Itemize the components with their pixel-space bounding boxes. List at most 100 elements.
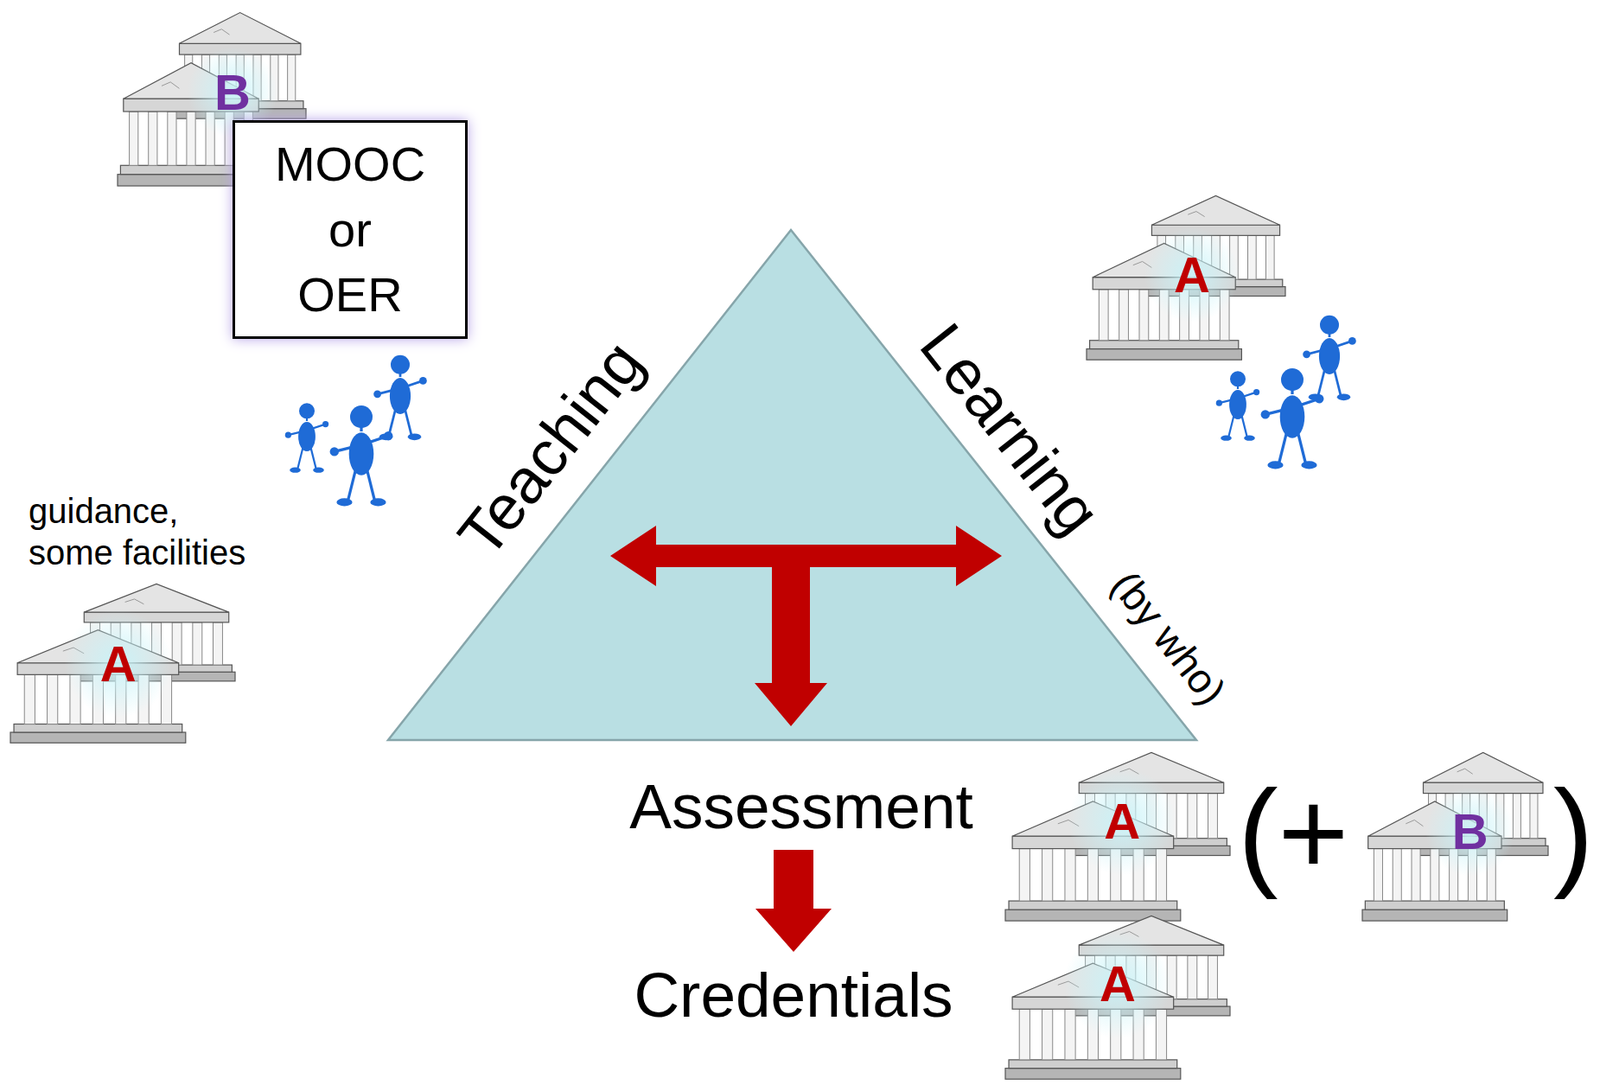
institution-building: A: [1005, 913, 1231, 1082]
building-base: [1008, 900, 1178, 910]
hand: [1261, 409, 1270, 419]
limb: [1228, 415, 1234, 438]
building-column: [1373, 848, 1383, 901]
foot: [379, 433, 393, 440]
head: [350, 405, 373, 428]
institution-letter: A: [1173, 245, 1211, 304]
building-base: [1364, 900, 1505, 910]
building-glow: [1425, 786, 1515, 876]
institution-building: A: [10, 581, 236, 746]
building-step: [1086, 349, 1242, 361]
building-column: [1042, 848, 1053, 901]
hand: [285, 432, 292, 439]
limb: [388, 408, 396, 436]
building-glow: [1068, 767, 1177, 876]
institution-letter: B: [214, 63, 251, 122]
limb: [1334, 369, 1342, 396]
stick-person: [285, 402, 329, 473]
building-column: [24, 674, 35, 724]
building-roof: [1423, 752, 1543, 783]
foot: [1267, 460, 1283, 469]
foot: [1243, 435, 1256, 441]
building-column: [172, 622, 182, 665]
hand: [1348, 337, 1357, 345]
stage-text-box: Assessment: [624, 770, 979, 843]
building-column: [1019, 1008, 1030, 1060]
limb: [1278, 432, 1287, 464]
building-column: [1187, 955, 1198, 1000]
building-column: [1187, 793, 1198, 839]
bracket-plus: (+: [1237, 771, 1349, 893]
institution-letter: B: [1452, 803, 1489, 861]
building-column: [1265, 235, 1275, 280]
building-column: [1042, 1008, 1053, 1060]
limb: [405, 408, 413, 436]
roof-crack: [161, 82, 179, 89]
limb: [1318, 369, 1326, 396]
building-glow: [1064, 930, 1173, 1039]
foot: [1220, 435, 1232, 441]
institution-letter: A: [1103, 792, 1141, 851]
body: [1229, 389, 1247, 420]
head: [390, 355, 410, 375]
institution-building: B: [1362, 750, 1549, 924]
foot: [1337, 393, 1351, 401]
building-column: [1119, 289, 1129, 341]
t-arrow: [610, 525, 1002, 727]
roof-crack: [1187, 211, 1205, 217]
building-column: [1248, 235, 1257, 280]
head: [1230, 370, 1246, 387]
node-text: Credentials: [633, 958, 953, 1032]
building-step: [1005, 1068, 1181, 1080]
stage-text-box: Credentials: [628, 958, 958, 1032]
building-roof: [1151, 195, 1280, 225]
body: [298, 421, 316, 452]
foot: [369, 497, 386, 506]
building-column: [1529, 793, 1538, 839]
head: [1319, 315, 1339, 335]
building-column: [1208, 955, 1218, 1000]
stick-person: [1216, 370, 1260, 441]
building-column: [1411, 848, 1421, 901]
node-text: Assessment: [629, 770, 974, 843]
institution-building: A: [1005, 750, 1231, 924]
building-column: [129, 111, 139, 166]
building-glow: [63, 609, 173, 718]
foot: [312, 467, 325, 473]
limb: [297, 447, 303, 470]
bracket-close: ): [1553, 771, 1594, 893]
foot: [336, 497, 352, 506]
head: [299, 402, 315, 419]
roof-crack: [213, 29, 230, 35]
foot: [1308, 393, 1322, 401]
building-step: [10, 732, 186, 743]
stick-person: [1261, 368, 1325, 469]
building-glow: [1144, 226, 1240, 322]
building-column: [1064, 1008, 1076, 1060]
body: [389, 377, 411, 415]
resource-box: MOOC or OER: [232, 120, 468, 339]
building-column: [148, 111, 158, 166]
roof-crack: [125, 599, 145, 605]
block-arrow: [755, 849, 832, 952]
hand: [1253, 388, 1260, 396]
triangle-fill: [388, 229, 1197, 740]
stick-person: [330, 405, 394, 506]
building-base: [1090, 340, 1239, 350]
foot: [289, 467, 301, 473]
body: [1319, 337, 1340, 375]
triangle-shape: TeachingLearning(by who): [388, 229, 1197, 740]
stick-person: [1302, 315, 1357, 401]
building-column: [1208, 793, 1218, 839]
institution-letter: A: [1099, 955, 1136, 1014]
body: [1280, 395, 1306, 438]
building-column: [213, 622, 224, 665]
building-column: [1392, 848, 1402, 901]
hand: [373, 389, 382, 398]
building-base: [1008, 1059, 1178, 1069]
hand: [1216, 400, 1223, 407]
hand: [330, 446, 339, 456]
foot: [1300, 460, 1317, 469]
stick-person: [373, 355, 428, 440]
